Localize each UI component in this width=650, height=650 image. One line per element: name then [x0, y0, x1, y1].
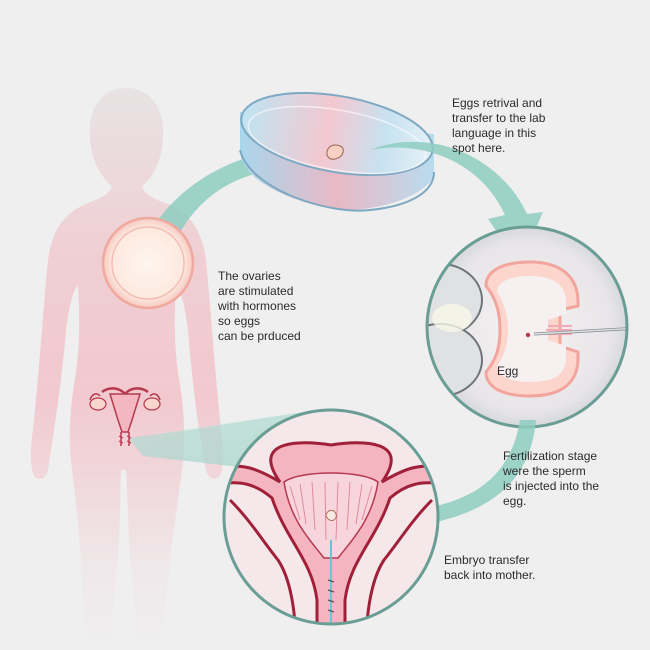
step-retrieval-text: Eggs retrival and transfer to the lab la…: [452, 96, 546, 155]
uterus-lens: [222, 408, 440, 626]
ovary-follicle: [101, 216, 195, 310]
step-fertilization-text: Fertilization stage were the sperm is in…: [503, 449, 600, 508]
step-ovaries-text: The ovaries are stimulated with hormones…: [218, 269, 301, 343]
fertilization-lens: [425, 225, 629, 429]
egg-label: Egg: [497, 364, 519, 378]
uterus-icon: [89, 387, 161, 446]
step-transfer-text: Embryo transfer back into mother.: [444, 553, 536, 582]
woman-silhouette: [30, 88, 224, 650]
